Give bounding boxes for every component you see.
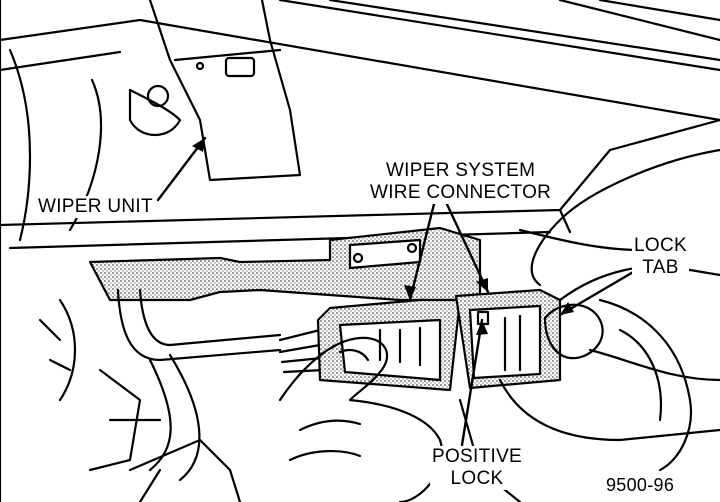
wire-connector-text-line2: WIRE CONNECTOR (370, 182, 552, 203)
wiper-unit-text: WIPER UNIT (38, 196, 153, 217)
positive-lock-text-line1: POSITIVE (432, 446, 523, 467)
wire-connector (316, 288, 562, 392)
wiper-bracket (148, 0, 302, 182)
lock-tab-text-line1: LOCK (634, 235, 687, 256)
lock-tab-text-line2: TAB (642, 257, 679, 278)
wire-connector-text-line1: WIPER SYSTEM (385, 160, 536, 181)
lock-tab-label: LOCK TAB (632, 235, 689, 279)
cowl-beam (0, 118, 720, 250)
wiper-unit-housing (88, 226, 482, 302)
callout-arrowheads (192, 138, 574, 335)
figure-code-text: 9500-96 (606, 475, 675, 495)
figure-code: 9500-96 (604, 474, 676, 496)
wire-harness (38, 288, 326, 482)
positive-lock-label: POSITIVE LOCK (430, 446, 525, 490)
wiper-unit-label: WIPER UNIT (36, 196, 155, 218)
lower-engine-parts (128, 298, 720, 502)
positive-lock-text-line2: LOCK (450, 468, 504, 489)
wire-connector-label: WIPER SYSTEM WIRE CONNECTOR (368, 160, 554, 204)
callout-leaders (156, 136, 642, 447)
